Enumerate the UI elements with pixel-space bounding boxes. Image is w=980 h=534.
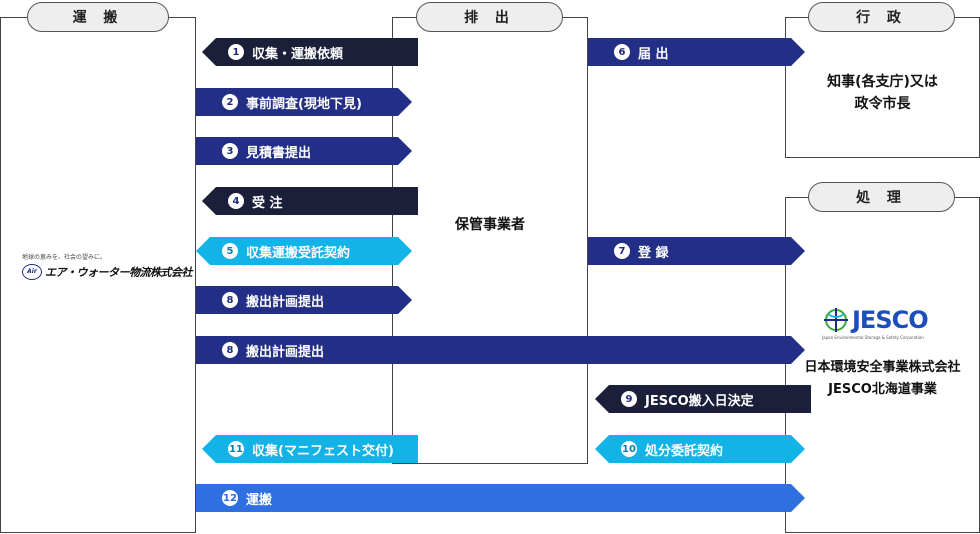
jesco-logo-text: JESCO <box>852 306 929 334</box>
step-number: 7 <box>614 243 630 259</box>
header-emitter: 排 出 <box>416 2 563 32</box>
header-processing: 処 理 <box>808 182 955 212</box>
arrow-label: 届 出 <box>638 46 669 62</box>
jesco-logo-subtitle: Japan Environmental Storage & Safety Cor… <box>822 335 924 340</box>
step-number: 12 <box>222 490 238 506</box>
jesco-name-line-2: JESCO北海道事業 <box>828 382 937 397</box>
arrow-8-plan-to-emitter: 8 搬出計画提出 <box>196 286 412 314</box>
arrow-label: 登 録 <box>638 245 669 261</box>
company-logo-mark: Air <box>22 264 42 280</box>
transport-company-logo: 地球の恵みを、社会の望みに。 Air エア・ウォーター物流株式会社 <box>22 252 193 280</box>
step-number: 6 <box>614 44 630 60</box>
step-number: 5 <box>222 243 238 259</box>
header-transport: 運 搬 <box>27 2 169 32</box>
emitter-label: 保管事業者 <box>455 217 525 233</box>
arrow-label: JESCO搬入日決定 <box>645 393 754 409</box>
arrow-label: 処分委託契約 <box>645 443 724 459</box>
header-admin: 行 政 <box>808 2 955 32</box>
admin-box <box>785 17 980 158</box>
arrow-7-registration: 7 登 録 <box>588 237 805 265</box>
arrow-label: 収集・運搬依頼 <box>252 46 344 62</box>
step-number: 3 <box>222 143 238 159</box>
admin-label: 知事(各支庁)又は 政令市長 <box>785 71 980 115</box>
arrow-3-estimate: 3 見積書提出 <box>196 137 412 165</box>
arrow-label: 搬出計画提出 <box>246 294 325 310</box>
jesco-logo: JESCO Japan Environmental Storage & Safe… <box>822 306 952 340</box>
admin-line-2: 政令市長 <box>854 96 911 112</box>
arrow-label: 事前調査(現地下見) <box>246 96 362 112</box>
arrow-label: 運搬 <box>246 492 273 508</box>
arrow-4-order: 4 受 注 <box>202 187 418 215</box>
jesco-name: 日本環境安全事業株式会社 JESCO北海道事業 <box>785 357 980 401</box>
step-number: 8 <box>222 292 238 308</box>
arrow-11-collection-manifest: 11 収集(マニフェスト交付) <box>202 435 418 463</box>
step-number: 4 <box>228 193 244 209</box>
step-number: 11 <box>228 441 244 457</box>
arrow-label: 収集運搬受託契約 <box>246 245 351 261</box>
processing-box <box>785 197 980 533</box>
step-number: 9 <box>621 391 637 407</box>
emitter-box <box>392 17 588 464</box>
arrow-2-pre-survey: 2 事前調査(現地下見) <box>196 88 412 116</box>
step-number: 1 <box>228 44 244 60</box>
arrow-label: 搬出計画提出 <box>246 344 325 360</box>
step-number: 10 <box>621 441 637 457</box>
jesco-name-line-1: 日本環境安全事業株式会社 <box>804 360 961 375</box>
arrow-label: 見積書提出 <box>246 145 312 161</box>
step-number: 8 <box>222 342 238 358</box>
company-name: エア・ウォーター物流株式会社 <box>45 266 193 279</box>
arrow-6-notification: 6 届 出 <box>588 38 805 66</box>
arrow-10-disposal-contract: 10 処分委託契約 <box>595 435 805 463</box>
admin-line-1: 知事(各支庁)又は <box>827 74 938 90</box>
arrow-label: 収集(マニフェスト交付) <box>252 443 394 459</box>
arrow-1-collection-request: 1 収集・運搬依頼 <box>202 38 418 66</box>
step-number: 2 <box>222 94 238 110</box>
company-tagline: 地球の恵みを、社会の望みに。 <box>22 254 107 261</box>
arrow-5-contract: 5 収集運搬受託契約 <box>196 237 412 265</box>
jesco-emblem-icon <box>824 308 848 332</box>
arrow-12-transport: 12 運搬 <box>196 484 805 512</box>
arrow-8-plan-to-jesco: 8 搬出計画提出 <box>196 336 805 364</box>
arrow-9-delivery-date: 9 JESCO搬入日決定 <box>595 385 811 413</box>
arrow-label: 受 注 <box>252 195 283 211</box>
